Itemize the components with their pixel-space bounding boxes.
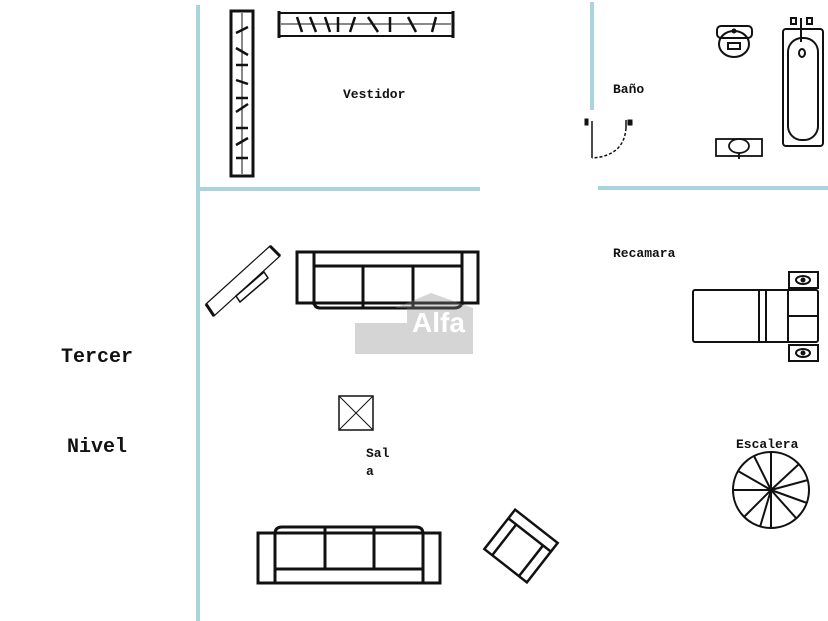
- watermark-text: Alfa: [412, 307, 465, 338]
- bathtub-icon: [782, 17, 824, 147]
- walls: [196, 2, 828, 621]
- door-swing-icon: [584, 118, 633, 159]
- floor-title-line1: Tercer: [60, 346, 133, 369]
- closet-vertical-icon: [229, 9, 255, 178]
- sofa-bottom-icon: [256, 525, 442, 585]
- room-label-recamara: Recamara: [613, 246, 676, 261]
- watermark-logo: [355, 293, 473, 354]
- nightstand-lamp-icon: [788, 271, 819, 362]
- bed-icon: [692, 289, 819, 343]
- room-label-sala-line1: Sal: [366, 446, 390, 461]
- room-label-sala-line2: a: [366, 464, 374, 479]
- closet-horizontal-icon: [277, 11, 455, 38]
- toilet-icon: [716, 25, 753, 58]
- sink-icon: [715, 138, 763, 159]
- spiral-staircase-icon: [732, 451, 810, 529]
- armchair-icon: [482, 507, 560, 585]
- room-label-bano: Baño: [613, 82, 645, 97]
- tv-console-icon: [204, 244, 282, 317]
- sofa-top-icon: [295, 250, 480, 310]
- floor-title: Tercer Nivel: [32, 283, 162, 523]
- room-label-escalera: Escalera: [736, 437, 799, 452]
- coffee-table-icon: [338, 395, 374, 431]
- floor-title-line2: Nivel: [66, 436, 127, 459]
- room-label-vestidor: Vestidor: [343, 87, 406, 102]
